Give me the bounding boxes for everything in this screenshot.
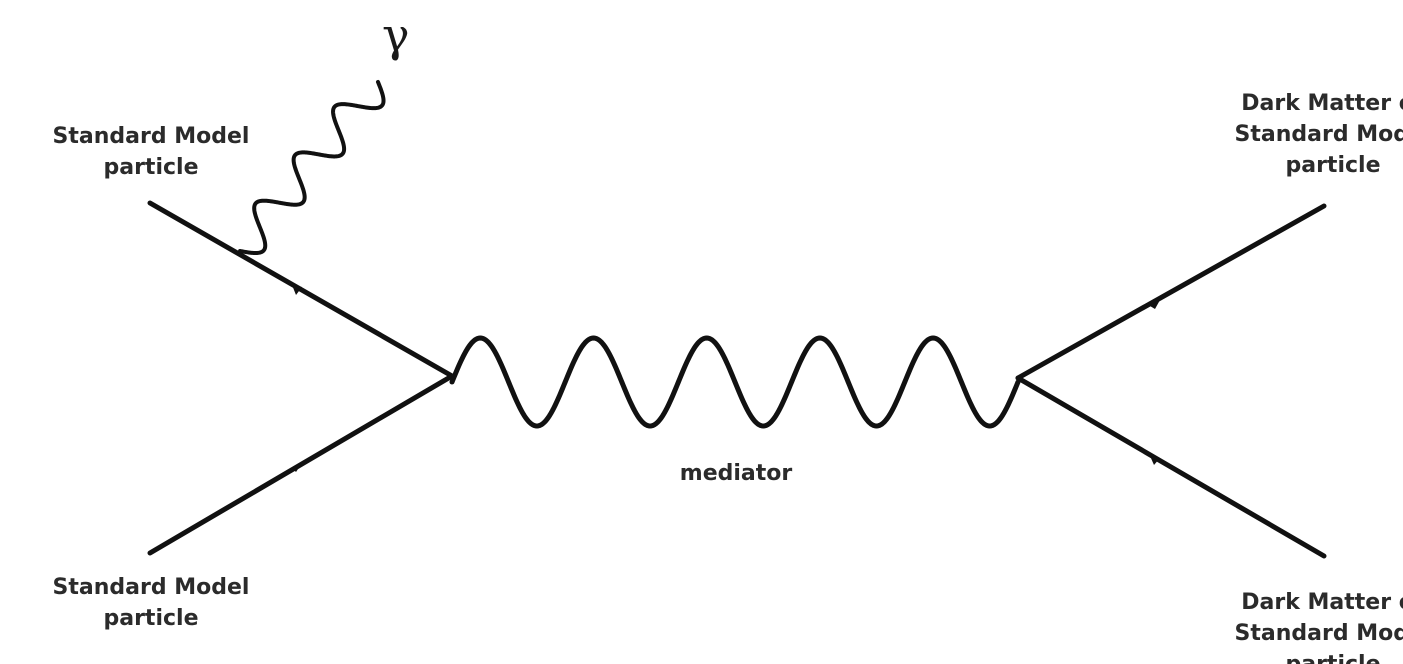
mediator-propagator [449, 335, 1021, 429]
label-top-left: Standard Model particle [52, 124, 250, 180]
arrow-outgoing-top [1150, 300, 1160, 309]
label-mediator: mediator [679, 461, 793, 486]
arrow-incoming-top [292, 285, 302, 295]
arrow-incoming-bottom [292, 463, 302, 472]
photon-symbol: γ [382, 8, 410, 62]
label-bottom-right: Dark Matter or Standard Model particle [1234, 590, 1403, 664]
outgoing-particle-line-bottom [1015, 375, 1327, 559]
incoming-particle-line-top [147, 200, 455, 379]
outgoing-particle-line-top [1015, 203, 1327, 381]
photon-propagator [238, 80, 386, 256]
arrow-outgoing-bottom [1150, 456, 1160, 465]
label-top-right: Dark Matter or Standard Model particle [1234, 91, 1403, 178]
label-bottom-left: Standard Model particle [52, 575, 250, 631]
